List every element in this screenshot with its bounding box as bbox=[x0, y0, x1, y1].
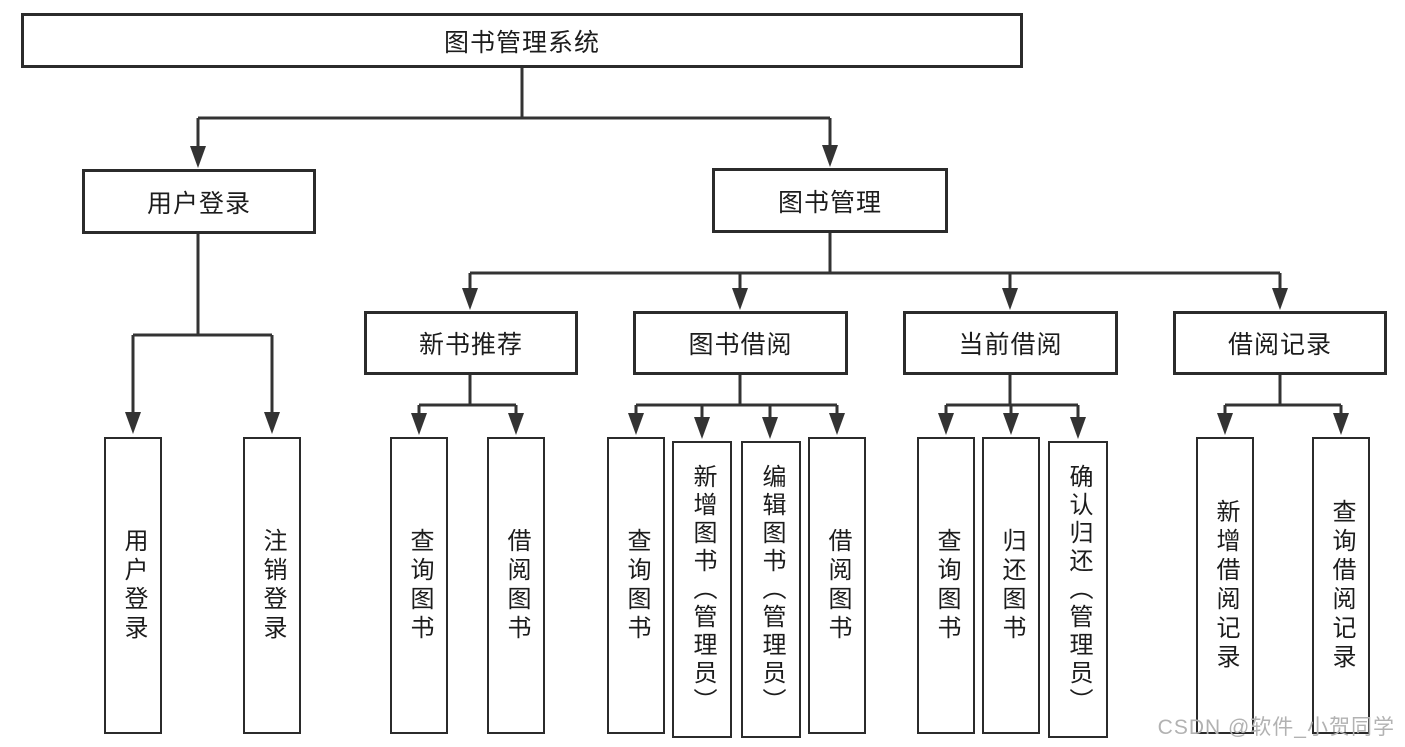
leaf-br-query-record-label: 查询借阅记录 bbox=[1328, 498, 1355, 673]
leaf-nb-query-books-label: 查询图书 bbox=[406, 527, 433, 644]
leaf-cb-return-books-label: 归还图书 bbox=[998, 527, 1025, 644]
leaf-bb-query-books-label: 查询图书 bbox=[623, 527, 650, 644]
arrowhead bbox=[411, 413, 427, 435]
node-book-borrow-label: 图书借阅 bbox=[688, 331, 793, 359]
leaf-bb-borrow-books-label: 借阅图书 bbox=[824, 527, 851, 644]
node-book-management-label: 图书管理 bbox=[777, 188, 882, 217]
leaf-br-add-record-label: 新增借阅记录 bbox=[1212, 498, 1239, 673]
leaf-cb-query-books: 查询图书 bbox=[917, 437, 975, 734]
leaf-logout-label: 注销登录 bbox=[259, 527, 286, 644]
node-book-borrow: 图书借阅 bbox=[633, 311, 848, 375]
leaf-cb-confirm-return-admin-label: 确认归还（管理员） bbox=[1065, 463, 1092, 716]
leaf-br-query-record: 查询借阅记录 bbox=[1312, 437, 1370, 734]
arrowhead bbox=[190, 146, 206, 168]
leaf-cb-confirm-return-admin: 确认归还（管理员） bbox=[1048, 441, 1108, 738]
node-root-label: 图书管理系统 bbox=[443, 28, 600, 57]
node-current-borrow-label: 当前借阅 bbox=[958, 331, 1063, 359]
arrowhead bbox=[1003, 413, 1019, 435]
arrowhead bbox=[732, 288, 748, 310]
node-book-management: 图书管理 bbox=[712, 168, 948, 233]
leaf-br-add-record: 新增借阅记录 bbox=[1196, 437, 1254, 734]
node-root: 图书管理系统 bbox=[21, 13, 1023, 68]
arrowhead bbox=[1217, 413, 1233, 435]
node-user-login-label: 用户登录 bbox=[146, 189, 251, 218]
arrowhead bbox=[938, 413, 954, 435]
csdn-watermark: CSDN @软件_小贺同学 bbox=[1157, 716, 1395, 739]
leaf-user-login-label: 用户登录 bbox=[120, 527, 147, 644]
arrowhead bbox=[1272, 288, 1288, 310]
leaf-nb-borrow-books-label: 借阅图书 bbox=[503, 527, 530, 644]
node-new-book-recommend: 新书推荐 bbox=[364, 311, 578, 375]
arrowhead bbox=[822, 145, 838, 167]
leaf-cb-return-books: 归还图书 bbox=[982, 437, 1040, 734]
leaf-logout: 注销登录 bbox=[243, 437, 301, 734]
arrowhead bbox=[462, 288, 478, 310]
node-new-book-recommend-label: 新书推荐 bbox=[418, 331, 523, 359]
leaf-bb-query-books: 查询图书 bbox=[607, 437, 665, 734]
connector-path bbox=[131, 68, 1343, 423]
leaf-bb-borrow-books: 借阅图书 bbox=[808, 437, 866, 734]
arrowhead bbox=[829, 413, 845, 435]
leaf-bb-add-books-admin-label: 新增图书（管理员） bbox=[689, 463, 716, 716]
leaf-nb-query-books: 查询图书 bbox=[390, 437, 448, 734]
node-borrow-record-label: 借阅记录 bbox=[1227, 331, 1332, 359]
arrowhead bbox=[694, 417, 710, 439]
node-current-borrow: 当前借阅 bbox=[903, 311, 1118, 375]
arrowhead bbox=[762, 417, 778, 439]
leaf-nb-borrow-books: 借阅图书 bbox=[487, 437, 545, 734]
arrowhead bbox=[264, 412, 280, 434]
arrowhead bbox=[1333, 413, 1349, 435]
leaf-bb-edit-books-admin: 编辑图书（管理员） bbox=[741, 441, 801, 738]
arrowhead bbox=[1070, 417, 1086, 439]
node-borrow-record: 借阅记录 bbox=[1173, 311, 1387, 375]
arrowhead bbox=[125, 412, 141, 434]
arrowhead bbox=[1002, 288, 1018, 310]
arrowhead bbox=[508, 413, 524, 435]
node-user-login: 用户登录 bbox=[82, 169, 316, 234]
arrowhead bbox=[628, 413, 644, 435]
leaf-bb-edit-books-admin-label: 编辑图书（管理员） bbox=[758, 463, 785, 716]
leaf-user-login: 用户登录 bbox=[104, 437, 162, 734]
leaf-bb-add-books-admin: 新增图书（管理员） bbox=[672, 441, 732, 738]
leaf-cb-query-books-label: 查询图书 bbox=[933, 527, 960, 644]
